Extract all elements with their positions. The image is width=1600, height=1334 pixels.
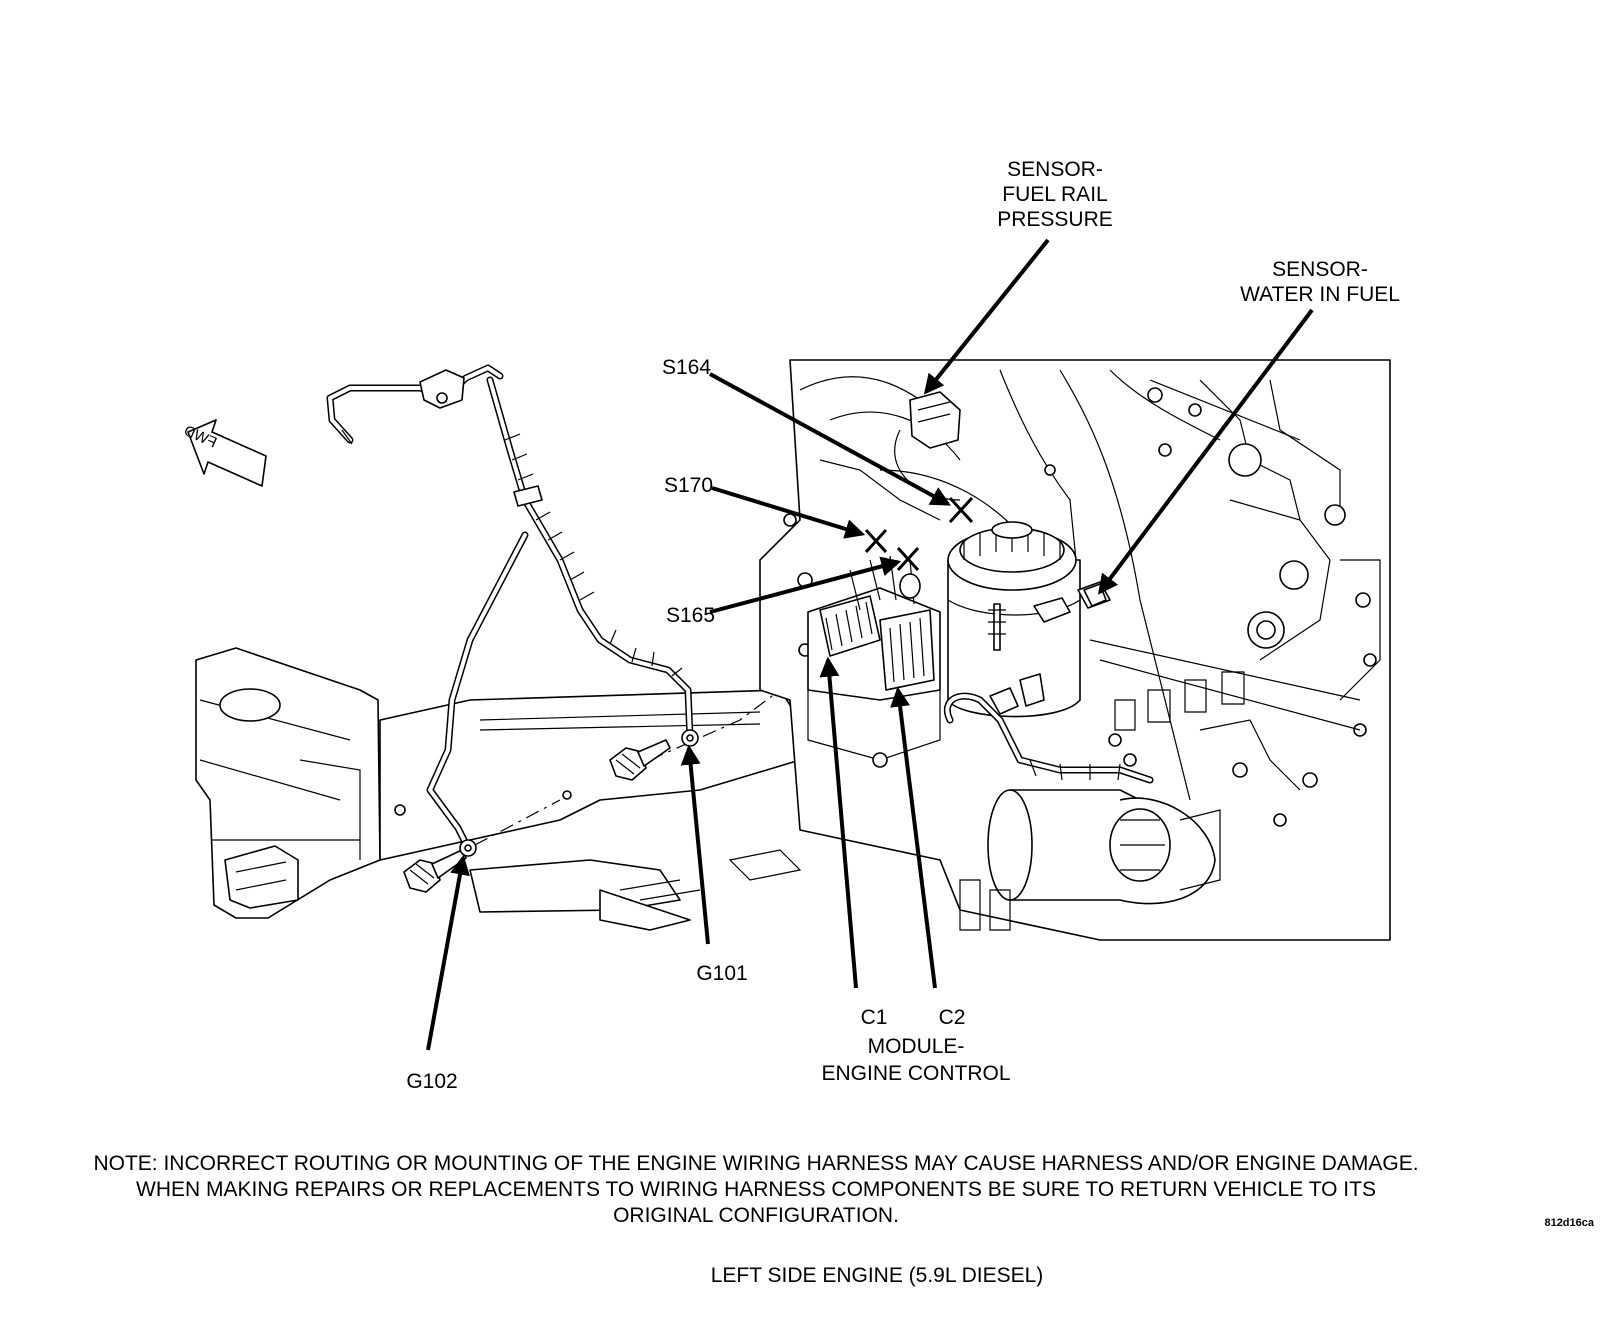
ground-bolt-g102 xyxy=(403,849,467,893)
note-line-2: WHEN MAKING REPAIRS OR REPLACEMENTS TO W… xyxy=(136,1178,1376,1201)
engine-control-module xyxy=(807,555,941,768)
ground-cable-g102 xyxy=(426,531,529,857)
figure-code: 812d16ca xyxy=(1544,1217,1594,1229)
splice-marker-s170 xyxy=(864,528,888,554)
ground-cable-g101 xyxy=(486,376,699,747)
label-g102: G102 xyxy=(406,1070,457,1093)
label-fuel-rail-sensor-2: FUEL RAIL xyxy=(1002,183,1107,206)
label-fuel-rail-sensor-1: SENSOR- xyxy=(1007,158,1103,181)
label-module-2: ENGINE CONTROL xyxy=(821,1062,1010,1085)
note-line-3: ORIGINAL CONFIGURATION. xyxy=(613,1204,899,1227)
label-fuel-rail-sensor-3: PRESSURE xyxy=(997,208,1113,231)
label-water-in-fuel-2: WATER IN FUEL xyxy=(1240,283,1400,306)
g101-bolt-axis xyxy=(649,689,781,761)
coolant-hose xyxy=(943,673,1154,784)
leader-lines xyxy=(426,238,1314,1051)
ground-bolt-g101 xyxy=(609,739,671,781)
splice-marker-s165 xyxy=(896,546,920,572)
label-water-in-fuel-1: SENSOR- xyxy=(1272,258,1368,281)
label-s165: S165 xyxy=(666,604,715,627)
label-s170: S170 xyxy=(664,474,713,497)
splice-marker-s164 xyxy=(948,496,974,524)
label-s164: S164 xyxy=(662,356,711,379)
label-c1: C1 xyxy=(861,1006,888,1029)
label-c2: C2 xyxy=(939,1006,966,1029)
label-module-1: MODULE- xyxy=(868,1035,965,1058)
starter-motor xyxy=(959,789,1221,931)
forward-arrow-icon: FWD xyxy=(181,419,267,487)
note-line-1: NOTE: INCORRECT ROUTING OR MOUNTING OF T… xyxy=(93,1152,1418,1175)
battery-cable xyxy=(326,364,504,445)
caption: LEFT SIDE ENGINE (5.9L DIESEL) xyxy=(711,1264,1044,1287)
label-g101: G101 xyxy=(696,962,747,985)
g102-bolt-axis xyxy=(474,799,561,846)
frame-rail xyxy=(195,647,381,919)
